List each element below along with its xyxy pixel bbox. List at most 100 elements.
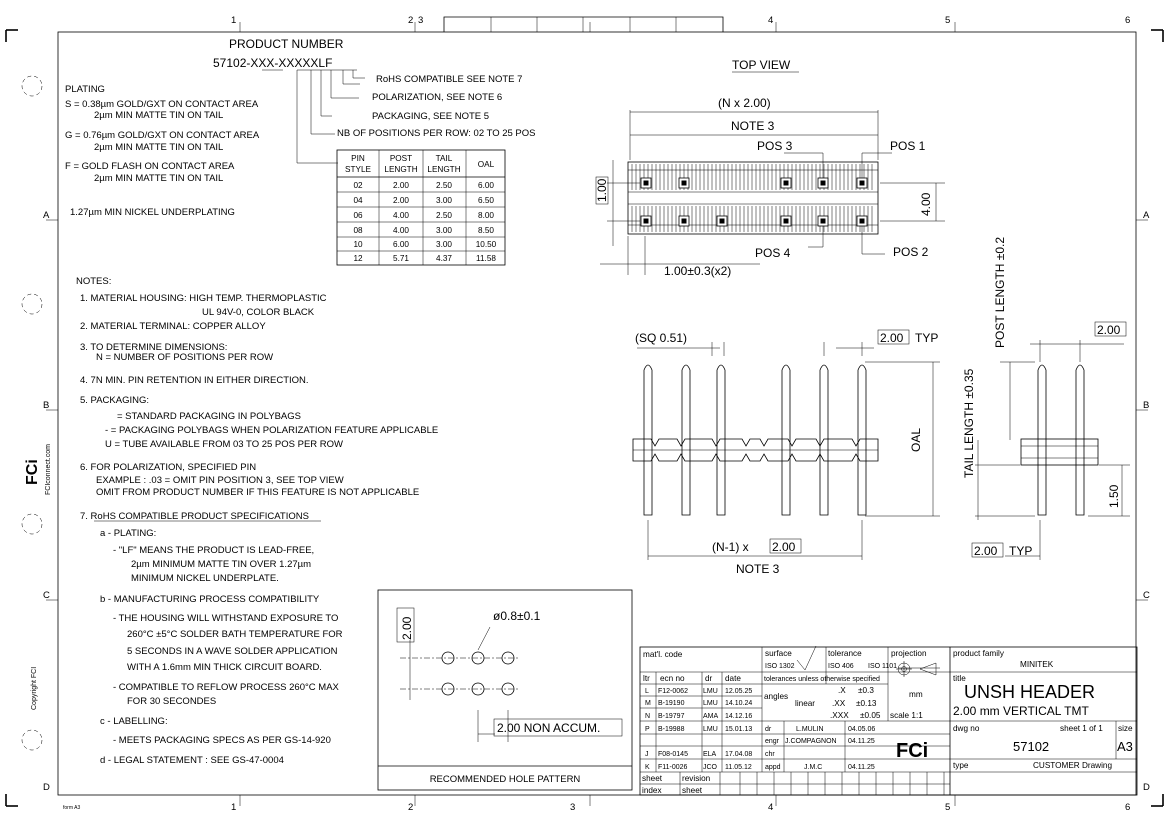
plating-line-g: G = 0.76µm GOLD/GXT ON CONTACT AREA (65, 130, 260, 141)
tb-type-label: type (953, 761, 969, 770)
pin-square-core (643, 180, 649, 186)
tb-linear: linear (795, 699, 815, 708)
form-label: form A3 (63, 805, 80, 811)
note-5c: U = TUBE AVAILABLE FROM 03 TO 25 POS PER… (105, 439, 343, 450)
note-7b4: WITH A 1.6mm MIN THICK CIRCUIT BOARD. (127, 662, 322, 673)
zone-num-bottom-4: 4 (768, 802, 773, 813)
hole-pattern-dia: ø0.8±0.1 (493, 609, 541, 623)
top-view-pos2: POS 2 (893, 245, 929, 259)
product-number-code: 57102-XXX-XXXXXLF (213, 56, 332, 70)
projection-symbol (896, 661, 937, 677)
note-6a: EXAMPLE : .03 = OMIT PIN POSITION 3, SEE… (96, 475, 344, 486)
tb-title-main: UNSH HEADER (964, 682, 1095, 702)
note-6b: OMIT FROM PRODUCT NUMBER IF THIS FEATURE… (96, 487, 419, 498)
pin-front (819, 364, 829, 516)
note-3b: N = NUMBER OF POSITIONS PER ROW (96, 352, 273, 363)
tb-mm: mm (909, 690, 923, 699)
note-7c: c - LABELLING: (100, 716, 168, 727)
front-view-typ: TYP (915, 331, 938, 345)
plating-underplating: 1.27µm MIN NICKEL UNDERPLATING (70, 207, 235, 218)
front-view-n-minus: (N-1) x (712, 540, 749, 554)
tb-rev-dr: LMU (703, 700, 718, 707)
tb-iso406: ISO 406 (828, 663, 854, 670)
sheet-border (5, 16, 1164, 807)
tb-dr-date: 04.05.06 (848, 726, 875, 733)
pin-table-cell: 5.71 (393, 254, 409, 263)
title-block-grid (639, 646, 1138, 796)
tb-dwg-no-label: dwg no (953, 724, 980, 733)
top-view-title: TOP VIEW (732, 58, 791, 72)
zone-letter-left-b: B (43, 400, 49, 411)
tb-engr-label: engr (765, 738, 780, 745)
pin-table-cell: 2.50 (436, 181, 452, 190)
tb-title-sub: 2.00 mm VERTICAL TMT (953, 704, 1089, 718)
top-view-note3: NOTE 3 (731, 119, 775, 133)
pin-table-cell: 6.00 (478, 181, 494, 190)
pin-front (643, 364, 653, 516)
note-1: 1. MATERIAL HOUSING: HIGH TEMP. THERMOPL… (80, 293, 327, 304)
tb-scale: scale 1:1 (890, 711, 923, 720)
pin-table-cell: 10 (353, 240, 363, 249)
note-7c1: - MEETS PACKAGING SPECS AS PER GS-14-920 (113, 735, 331, 746)
pin-table-header-post-length: LENGTH (384, 165, 417, 174)
tb-rev-header-ltr: ltr (643, 674, 650, 683)
zone-letter-right-b: B (1143, 400, 1149, 411)
note-7b6: FOR 30 SECONDES (127, 696, 216, 707)
pin-square-core (859, 218, 865, 224)
pin-square-core (719, 218, 725, 224)
hole-pattern-pitch: 2.00 (400, 616, 414, 640)
side-view-typ: TYP (1009, 544, 1032, 558)
zone-letter-right-c: C (1143, 590, 1150, 601)
top-view-dim-height: 4.00 (919, 192, 933, 216)
tb-rev-dr: LMU (703, 726, 718, 733)
note-7: 7. RoHS COMPATIBLE PRODUCT SPECIFICATION… (80, 511, 309, 522)
tb-rev-ltr: K (645, 764, 650, 771)
tb-rev-header-date: date (725, 674, 741, 683)
zone-letter-left-c: C (43, 590, 50, 601)
tb-rev-ltr: P (645, 726, 650, 733)
tb-appd-date: 04.11.25 (848, 764, 875, 771)
pin-table (336, 149, 506, 266)
tb-rev-ecn: F12-0062 (658, 688, 688, 695)
pin-table-cell: 3.00 (436, 196, 452, 205)
tb-rev-dr: JCO (703, 764, 718, 771)
note-7b3: 5 SECONDS IN A WAVE SOLDER APPLICATION (127, 646, 338, 657)
tb-matl-code: mat'l. code (643, 650, 683, 659)
tb-product-family: MINITEK (1020, 660, 1054, 669)
copyright-vertical: Copyright FCI (31, 667, 38, 710)
front-view-note3: NOTE 3 (736, 562, 780, 576)
note-7a1: - "LF" MEANS THE PRODUCT IS LEAD-FREE, (113, 545, 314, 556)
pin-table-cell: 2.00 (393, 181, 409, 190)
product-number-leaders (262, 69, 365, 164)
note-3: 3. TO DETERMINE DIMENSIONS: (80, 342, 227, 353)
tb-rev-date: 14.10.24 (725, 700, 752, 707)
note-2: 2. MATERIAL TERMINAL: COPPER ALLOY (80, 321, 266, 332)
callout-positions: NB OF POSITIONS PER ROW: 02 TO 25 POS (337, 128, 536, 139)
note-4: 4. 7N MIN. PIN RETENTION IN EITHER DIREC… (80, 375, 309, 386)
pin-table-cell: 02 (353, 181, 363, 190)
zone-num-bottom-6: 6 (1125, 802, 1130, 813)
note-5b: - = PACKAGING POLYBAGS WHEN POLARIZATION… (105, 425, 438, 436)
tb-sheet-label: sheet (642, 774, 663, 783)
pin-square-core (681, 180, 687, 186)
note-7d: d - LEGAL STATEMENT : SEE GS-47-0004 (100, 755, 284, 766)
plating-line-f: F = GOLD FLASH ON CONTACT AREA (65, 161, 235, 172)
pin-table-cell: 08 (353, 226, 363, 235)
tb-rev-ltr: L (645, 688, 649, 695)
pin-table-cell: 4.00 (393, 226, 409, 235)
surface-finish-symbol (796, 645, 817, 671)
callout-rohs: RoHS COMPATIBLE SEE NOTE 7 (376, 74, 522, 85)
pin-front (716, 364, 726, 516)
tb-sheet-of: sheet 1 of 1 (1060, 724, 1103, 733)
note-6: 6. FOR POLARIZATION, SPECIFIED PIN (80, 462, 256, 473)
tb-rev-dr: AMA (703, 713, 719, 720)
note-7b5: - COMPATIBLE TO REFLOW PROCESS 260°C MAX (113, 682, 340, 693)
zone-num-top-6: 6 (1125, 15, 1130, 26)
pin-table-cell: 10.50 (476, 240, 497, 249)
pin-front (781, 364, 791, 516)
top-view-pins (640, 177, 868, 227)
tb-index-label: index (642, 786, 662, 795)
plating-line-g-tail: 2µm MIN MATTE TIN ON TAIL (94, 142, 223, 153)
note-7a3: MINIMUM NICKEL UNDERPLATE. (131, 573, 279, 584)
